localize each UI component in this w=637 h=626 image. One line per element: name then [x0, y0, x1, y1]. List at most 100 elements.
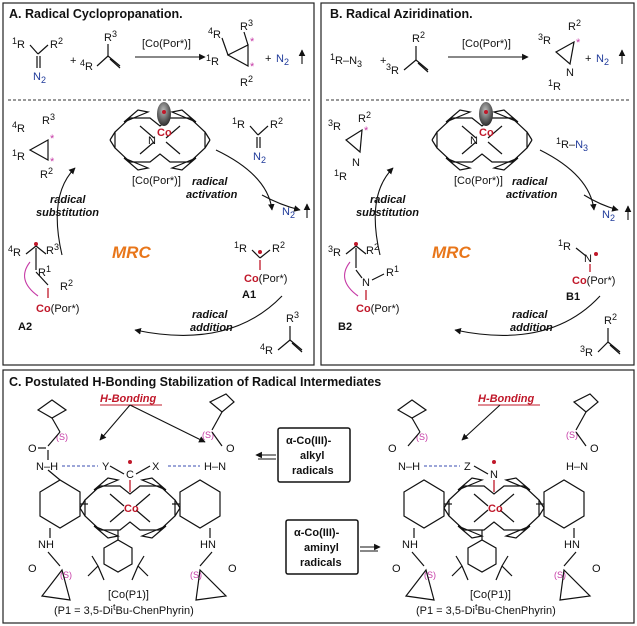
svg-text:N2: N2	[276, 53, 289, 67]
svg-text:Z: Z	[464, 461, 471, 473]
porphyrin-catalyst-b: N Co [Co(Por*)]	[431, 102, 533, 187]
svg-text:3R: 3R	[328, 118, 341, 133]
svg-text:N2: N2	[596, 53, 609, 67]
svg-text:α-Co(III)-: α-Co(III)-	[286, 435, 332, 447]
svg-text:Co(Por*): Co(Por*)	[356, 303, 399, 315]
svg-text:(P1 = 3,5-DitBu-ChenPhyrin): (P1 = 3,5-DitBu-ChenPhyrin)	[416, 602, 556, 617]
svg-text:H-Bonding: H-Bonding	[100, 393, 156, 405]
svg-text:[Co(P1)]: [Co(P1)]	[108, 589, 149, 601]
svg-text:*: *	[50, 156, 55, 168]
svg-text:Co: Co	[124, 503, 139, 515]
cycle-diazo-a: 1R R2 N2	[232, 116, 283, 165]
svg-text:B2: B2	[338, 321, 352, 333]
svg-text:substitution: substitution	[356, 207, 419, 219]
svg-text:B1: B1	[566, 291, 580, 303]
svg-text:Co(Por*): Co(Por*)	[36, 303, 79, 315]
svg-text:R3: R3	[286, 310, 299, 325]
svg-text:activation: activation	[506, 189, 558, 201]
svg-text:1R: 1R	[206, 53, 219, 68]
alkyl-radicals-box: α-Co(III)- alkyl radicals	[255, 427, 351, 483]
svg-text:N–H: N–H	[36, 461, 58, 473]
svg-text:1R: 1R	[12, 36, 25, 51]
svg-text:R2: R2	[60, 278, 73, 293]
svg-text:R2: R2	[40, 166, 53, 181]
svg-text:3R: 3R	[328, 244, 341, 259]
svg-text:N–H: N–H	[398, 461, 420, 473]
svg-text:radical: radical	[192, 176, 228, 188]
svg-text:N2: N2	[282, 206, 295, 220]
panel-c-title: C. Postulated H-Bonding Stabilization of…	[9, 375, 381, 389]
svg-text:*: *	[576, 37, 581, 49]
svg-text:O: O	[590, 443, 599, 455]
svg-text:addition: addition	[190, 322, 233, 334]
svg-text:R2: R2	[270, 116, 283, 131]
svg-text:A1: A1	[242, 289, 256, 301]
svg-text:4R: 4R	[80, 58, 93, 73]
panel-b-title: B. Radical Aziridination.	[330, 7, 473, 21]
svg-text:(S): (S)	[424, 570, 436, 580]
svg-text:HN: HN	[564, 539, 580, 551]
mrc-label-a: MRC	[112, 243, 151, 262]
svg-text:N: N	[148, 135, 156, 147]
svg-text:N2: N2	[602, 209, 615, 223]
svg-text:1R: 1R	[234, 240, 247, 255]
svg-text:H-Bonding: H-Bonding	[478, 393, 534, 405]
svg-text:1R: 1R	[548, 78, 561, 93]
cyclopropane-product: 4R R3 1R R2 * *	[206, 18, 255, 89]
svg-text:(S): (S)	[202, 430, 214, 440]
svg-text:C: C	[126, 469, 134, 481]
svg-text:R3: R3	[240, 18, 253, 33]
svg-text:R1: R1	[386, 264, 399, 279]
svg-text:N: N	[352, 157, 360, 169]
svg-text:NH: NH	[402, 539, 418, 551]
svg-text:activation: activation	[186, 189, 238, 201]
svg-text:R3: R3	[104, 29, 117, 44]
svg-text:4R: 4R	[208, 26, 221, 41]
svg-text:R2: R2	[568, 18, 581, 33]
svg-text:R2: R2	[412, 30, 425, 45]
svg-text:Co(Por*): Co(Por*)	[572, 275, 615, 287]
svg-text:N: N	[362, 277, 370, 289]
intermediate-b1: 1R N Co(Por*) B1	[558, 238, 615, 303]
svg-text:A2: A2	[18, 321, 32, 333]
svg-text:Co: Co	[488, 503, 503, 515]
svg-text:O: O	[228, 563, 237, 575]
svg-text:NH: NH	[38, 539, 54, 551]
svg-text:O: O	[28, 563, 37, 575]
svg-text:+: +	[380, 55, 386, 67]
svg-text:radical: radical	[50, 194, 86, 206]
aminyl-radicals-box: α-Co(III)- aminyl radicals	[285, 519, 381, 575]
svg-text:Co: Co	[479, 127, 494, 139]
svg-text:substitution: substitution	[36, 207, 99, 219]
svg-text:*: *	[250, 36, 255, 48]
svg-text:(S): (S)	[60, 570, 72, 580]
porphyrin-catalyst-a: N Co [Co(Por*)]	[109, 102, 211, 187]
svg-text:N: N	[470, 135, 478, 147]
cycle-aziridine-b: 3R R2 N 1R *	[328, 110, 371, 183]
svg-text:radical: radical	[370, 194, 406, 206]
svg-text:X: X	[152, 461, 160, 473]
svg-text:R3: R3	[42, 112, 55, 127]
svg-text:R2: R2	[50, 36, 63, 51]
svg-text:radicals: radicals	[300, 557, 342, 569]
svg-text:1R: 1R	[232, 116, 245, 131]
svg-text:4R: 4R	[8, 244, 21, 259]
diazo-reagent: 1R R2 N2	[12, 36, 63, 85]
svg-text:O: O	[392, 563, 401, 575]
svg-text:radical: radical	[512, 176, 548, 188]
intermediate-b2: 3R R2 N R1 Co(Por*) B2	[328, 242, 399, 333]
svg-text:4R: 4R	[12, 120, 25, 135]
panel-a: A. Radical Cyclopropanation. 1R R2 N2 + …	[2, 2, 315, 366]
panel-a-frame	[2, 2, 315, 366]
svg-text:H–N: H–N	[566, 461, 588, 473]
svg-text:+: +	[585, 53, 591, 65]
svg-text:addition: addition	[510, 322, 553, 334]
svg-text:Y: Y	[102, 461, 110, 473]
svg-text:radical: radical	[192, 309, 228, 321]
svg-text:1R–N3: 1R–N3	[556, 136, 588, 153]
svg-text:(S): (S)	[566, 430, 578, 440]
svg-text:Co: Co	[157, 127, 172, 139]
svg-text:*: *	[250, 61, 255, 73]
alkene-reagent-b: 3R R2	[386, 30, 429, 77]
